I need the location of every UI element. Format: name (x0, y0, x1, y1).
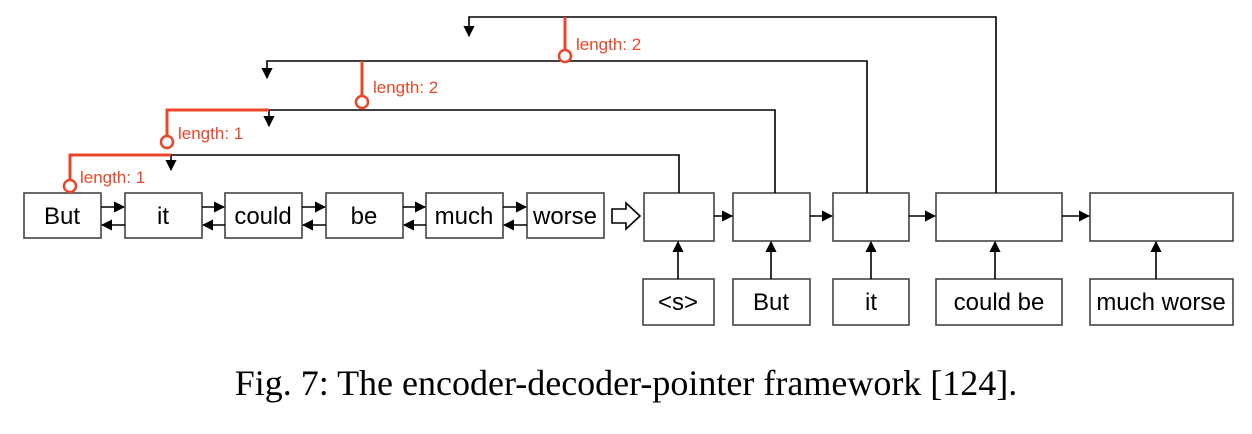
pointer-label-2: length: 2 (373, 78, 438, 97)
encoder-box-3 (325, 192, 404, 239)
encoder-box-2 (224, 192, 303, 239)
decoder-input-1: But (753, 289, 789, 316)
decoder-input-box-3 (935, 278, 1063, 326)
encoder-token-1: it (157, 203, 169, 230)
decoder-input-4: much worse (1096, 289, 1225, 316)
pointer-marker-1: length: 1 (159, 108, 269, 150)
pointer-markers: length: 1 length: 1 length: 2 length: 2 (62, 17, 641, 194)
decoder-inputs: <s> But it could be much worse (642, 240, 1234, 326)
pointer-line-0 (165, 154, 680, 193)
decoder-box-3 (935, 192, 1063, 242)
decoder-box-0 (643, 192, 715, 242)
decoder-input-arrows (672, 240, 1162, 279)
decoder-box-2 (832, 192, 910, 242)
pointer-line-2 (261, 60, 868, 193)
encoder-token-0: But (44, 203, 80, 230)
pointer-label-0: length: 1 (80, 168, 145, 187)
figure-caption: Fig. 7: The encoder-decoder-pointer fram… (234, 363, 1018, 403)
encoder-bidirectional-arrows (100, 201, 528, 231)
pointer-line-3 (463, 16, 997, 193)
decoder-input-2: it (865, 289, 877, 316)
decoder-box-1 (732, 192, 811, 242)
encoder-box-5 (526, 192, 605, 239)
decoder-input-3: could be (954, 289, 1045, 316)
encoder-decoder-pointer-diagram: But it could be much worse (23, 16, 1234, 326)
decoder-input-box-4 (1089, 278, 1234, 326)
pointer-label-3: length: 2 (576, 35, 641, 54)
decoder (643, 192, 1234, 242)
encoder-token-3: be (351, 203, 378, 230)
encoder-token-2: could (234, 203, 291, 230)
decoder-input-box-0 (642, 278, 715, 326)
decoder-box-4 (1089, 192, 1234, 242)
pointer-marker-2: length: 2 (354, 61, 438, 110)
pointer-label-1: length: 1 (178, 124, 243, 143)
encoder-token-5: worse (532, 203, 597, 230)
encoder-box-4 (425, 192, 504, 239)
hollow-arrow-icon (611, 201, 642, 231)
decoder-input-box-1 (732, 278, 811, 326)
encoder: But it could be much worse (23, 192, 605, 239)
pointer-marker-0: length: 1 (62, 153, 171, 194)
pointer-line-1 (263, 109, 776, 193)
encoder-box-1 (124, 192, 203, 239)
decoder-input-0: <s> (658, 289, 698, 316)
encoder-box-0 (23, 192, 102, 239)
encoder-token-4: much (435, 203, 494, 230)
pointer-marker-3: length: 2 (557, 17, 641, 64)
decoder-input-box-2 (832, 278, 910, 326)
